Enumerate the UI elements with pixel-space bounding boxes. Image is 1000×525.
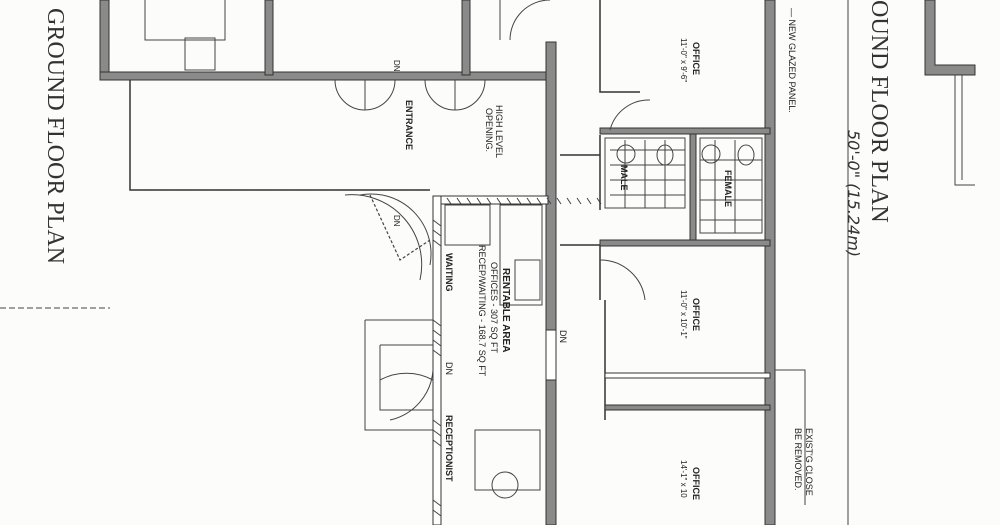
rentable-area-title: RENTABLE AREA [500,268,511,352]
right-building [0,0,976,525]
plan-title-left: GROUND FLOOR PLAN [42,8,68,264]
entrance-doors [334,79,486,281]
entrance-label: ENTRANCE [404,100,414,150]
dn-waiting: DN [444,362,454,375]
overall-dimension: 50'-0" (15.24m) [844,130,863,257]
dn-hall: DN [558,330,568,343]
office-top-size: 11'-0" x 9'-6" [679,38,688,82]
dn-porch: DN [392,215,401,227]
high-level-line1: HIGH LEVEL [494,105,504,158]
female-label: FEMALE [723,170,733,207]
high-level-line2: OPENING. [484,108,494,152]
office-top-name: OFFICE [691,42,701,75]
receptionist-label: RECEPTIONIST [444,415,454,482]
rentable-recep: RECEP/WAITING - 168.7 SQ FT [477,245,487,377]
plan-title-right: OUND FLOOR PLAN [866,0,892,223]
office-mid-size: 11'-0" x 10'-1" [679,290,688,339]
office-bottom-name: OFFICE [691,467,701,500]
office-walls [560,0,806,525]
closet-note-line2: BE REMOVED. [793,428,803,491]
main-wall [545,41,557,525]
rentable-offices: OFFICES - 307 SQ FT [489,262,499,354]
waiting-label: WAITING [444,253,454,292]
glazed-panel-note: — NEW GLAZED PANEL. [787,8,797,113]
male-label: MALE [619,165,629,191]
dn-entrance: DN [392,60,401,72]
left-walls [99,0,551,191]
closet-note-line1: EXIST'G CLOSE [804,428,814,496]
office-mid-name: OFFICE [691,298,701,331]
office-bottom-size: 14'-1" x 10 [679,460,688,498]
rentable-walls [364,195,602,525]
